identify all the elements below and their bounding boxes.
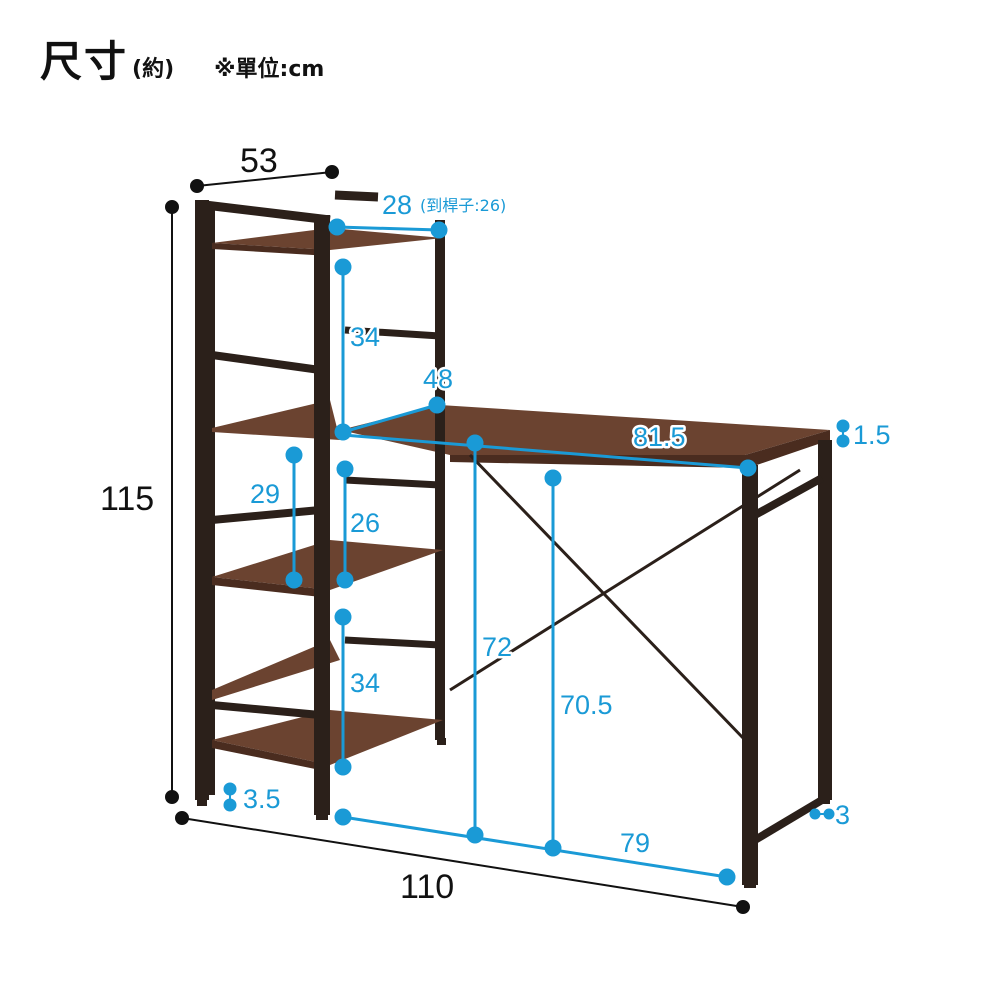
unit-note: ※單位:cm: [214, 57, 325, 82]
depth-value: 53: [240, 142, 278, 180]
leg-clearance-value: 79: [620, 828, 650, 858]
shelf-foot-back: [437, 738, 446, 745]
desk-top: [340, 405, 830, 455]
desk-width-endpoint: [739, 459, 757, 477]
desk-top-edge: [450, 430, 830, 468]
shelf-side-bar-1: [211, 351, 321, 374]
desk-foot-right: [744, 880, 756, 888]
shelf-2: [212, 400, 340, 440]
depth-dim-endpoint-left: [190, 179, 204, 193]
page-header: 尺寸 (約) ※單位:cm: [40, 28, 324, 89]
cross-brace-b: [449, 468, 801, 692]
depth-dim-endpoint-right: [325, 165, 339, 179]
top-shelf-depth-endpoint-a: [328, 218, 346, 236]
upper-gap-endpoint-top: [334, 258, 352, 276]
width-dim-endpoint-right: [736, 900, 750, 914]
lower-gap-endpoint-bottom: [334, 758, 352, 776]
middle-gap-endpoint-top: [336, 460, 354, 478]
shelf-front-post-left: [195, 200, 209, 800]
desk-leg-back-right: [818, 440, 832, 800]
desk-side-bar-top: [753, 474, 824, 519]
shelf-3-edge: [212, 577, 330, 598]
height-dim-endpoint-bottom: [165, 790, 179, 804]
shelf-side-bar-3: [211, 701, 321, 719]
top-shelf-depth-value: 28: [382, 190, 412, 220]
cross-brace-a: [468, 453, 747, 742]
shelf-back-post-left: [205, 205, 215, 795]
leg-clearance-endpoint-right: [718, 868, 736, 886]
desk-foot-back: [820, 796, 830, 804]
desk-width-value: 81.5: [633, 422, 686, 452]
height-total-value: 115: [100, 480, 154, 518]
height-dim-endpoint-top: [165, 200, 179, 214]
approx-label: (約): [132, 57, 175, 82]
leg-clearance-line: [342, 815, 728, 879]
middle-gap-endpoint-bottom: [336, 571, 354, 589]
foot-height-value: 3.5: [243, 784, 281, 814]
shelf-back-bar-1: [344, 326, 441, 340]
under-desk-height-value: 70.5: [560, 690, 613, 720]
width-dim-line: [181, 817, 744, 908]
shelf-side-bar-2: [211, 506, 321, 524]
detail-dimensions: [223, 218, 850, 886]
shelf-top-rail: [334, 190, 379, 202]
leg-clearance-endpoint-left: [334, 808, 352, 826]
desk-height-endpoint-top: [466, 434, 484, 452]
upper-gap-value: 34: [350, 322, 380, 352]
top-shelf-depth-note: (到桿子:26): [420, 196, 506, 215]
desk-depth-line: [342, 403, 438, 434]
desk-illustration: [195, 190, 832, 888]
desk-depth-endpoint-b: [428, 396, 446, 414]
lower-gap-value: 34: [350, 668, 380, 698]
under-desk-endpoint-top: [544, 469, 562, 487]
page-title: 尺寸: [40, 37, 129, 86]
shelf-4: [212, 640, 340, 700]
desk-leg-front-right: [742, 465, 758, 885]
shelf-5-edge: [212, 740, 330, 772]
top-shelf-depth-line: [336, 225, 440, 232]
middle-gap-value: 26: [350, 508, 380, 538]
shelf-foot-right: [316, 812, 328, 820]
desk-width-line: [342, 433, 749, 470]
overall-dimensions: [165, 165, 750, 914]
inner-gap-value: 29: [250, 479, 280, 509]
foot-gap-value: 3: [835, 800, 850, 830]
desk-thickness-value: 1.5: [853, 420, 891, 450]
shelf-back-bar-2: [344, 476, 441, 489]
shelf-top-bar: [204, 200, 331, 225]
lower-gap-endpoint-top: [334, 608, 352, 626]
shelf-back-bar-3: [344, 636, 441, 649]
width-total-value: 110: [400, 868, 454, 906]
shelf-1-edge: [212, 243, 330, 256]
desk-side-bar-bottom: [752, 796, 825, 844]
desk-height-value: 72: [482, 632, 512, 662]
shelf-foot-left: [197, 798, 207, 806]
depth-dim-line: [196, 171, 333, 187]
shelf-front-post-right: [314, 215, 330, 815]
width-dim-endpoint-left: [175, 811, 189, 825]
inner-gap-endpoint-top: [285, 446, 303, 464]
inner-gap-endpoint-bottom: [285, 571, 303, 589]
desk-depth-value: 48: [423, 364, 453, 394]
top-shelf-depth-endpoint-b: [430, 221, 448, 239]
shelf-back-post-right: [435, 220, 445, 740]
